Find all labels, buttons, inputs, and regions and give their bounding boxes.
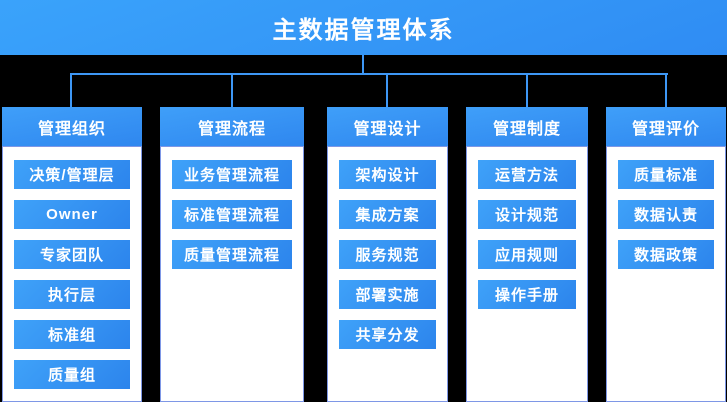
diagram-title: 主数据管理体系 <box>272 17 455 44</box>
connector-stub <box>362 55 364 74</box>
column-header: 管理流程 <box>160 107 304 146</box>
connector-drop <box>526 74 528 107</box>
item-box: 执行层 <box>14 280 130 309</box>
column-body: 质量标准数据认责数据政策 <box>606 146 726 402</box>
connector-drop <box>386 74 388 107</box>
connector-trunk <box>70 73 668 75</box>
item-box: 部署实施 <box>339 280 436 309</box>
item-box: 质量管理流程 <box>172 240 292 269</box>
column-header-label: 管理评价 <box>631 120 700 138</box>
item-box: 决策/管理层 <box>14 160 130 189</box>
item-box: 运营方法 <box>478 160 576 189</box>
connector-drop <box>70 74 72 107</box>
item-box: Owner <box>14 200 130 229</box>
column-header: 管理设计 <box>327 107 448 146</box>
item-box: 服务规范 <box>339 240 436 269</box>
column-header-label: 管理组织 <box>37 120 106 138</box>
item-box: 应用规则 <box>478 240 576 269</box>
item-box: 设计规范 <box>478 200 576 229</box>
column-header: 管理组织 <box>2 107 142 146</box>
column-body: 决策/管理层 Owner 专家团队执行层标准组质量组 <box>2 146 142 402</box>
item-box: 数据认责 <box>618 200 714 229</box>
item-box: 标准管理流程 <box>172 200 292 229</box>
column-design: 管理设计架构设计集成方案服务规范部署实施共享分发 <box>327 107 448 402</box>
column-header-label: 管理制度 <box>492 120 561 138</box>
column-body: 架构设计集成方案服务规范部署实施共享分发 <box>327 146 448 402</box>
column-header: 管理评价 <box>606 107 726 146</box>
column-evaluation: 管理评价质量标准数据认责数据政策 <box>606 107 726 402</box>
column-organization: 管理组织决策/管理层 Owner 专家团队执行层标准组质量组 <box>2 107 142 402</box>
item-box: 数据政策 <box>618 240 714 269</box>
item-box: 集成方案 <box>339 200 436 229</box>
column-process: 管理流程业务管理流程标准管理流程质量管理流程 <box>160 107 304 402</box>
column-rules: 管理制度运营方法设计规范应用规则操作手册 <box>466 107 588 402</box>
column-header: 管理制度 <box>466 107 588 146</box>
item-box: 业务管理流程 <box>172 160 292 189</box>
column-header-label: 管理流程 <box>197 120 266 138</box>
item-box: 质量组 <box>14 360 130 389</box>
connector-drop <box>231 74 233 107</box>
item-box: 操作手册 <box>478 280 576 309</box>
item-box: 专家团队 <box>14 240 130 269</box>
item-box: 架构设计 <box>339 160 436 189</box>
item-box: 标准组 <box>14 320 130 349</box>
item-box: 质量标准 <box>618 160 714 189</box>
column-body: 业务管理流程标准管理流程质量管理流程 <box>160 146 304 402</box>
column-body: 运营方法设计规范应用规则操作手册 <box>466 146 588 402</box>
title-banner: 主数据管理体系 <box>0 0 727 55</box>
connector-drop <box>665 74 667 107</box>
column-header-label: 管理设计 <box>353 120 422 138</box>
item-box: 共享分发 <box>339 320 436 349</box>
